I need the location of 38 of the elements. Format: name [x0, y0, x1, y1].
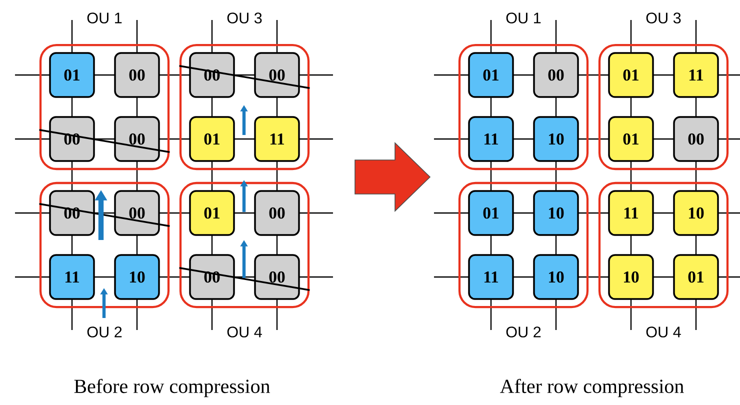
memory-cell: 01 — [468, 190, 514, 236]
memory-cell: 11 — [673, 52, 719, 98]
group-label: OU 3 — [644, 11, 683, 25]
caption: Before row compression — [74, 378, 270, 398]
memory-cell: 11 — [49, 254, 95, 300]
memory-cell: 01 — [189, 190, 235, 236]
group-label: OU 1 — [85, 11, 124, 25]
memory-cell: 00 — [254, 190, 300, 236]
memory-cell: 00 — [114, 190, 160, 236]
memory-cell: 00 — [254, 52, 300, 98]
memory-cell: 11 — [468, 116, 514, 162]
memory-cell: 00 — [254, 254, 300, 300]
memory-cell: 11 — [468, 254, 514, 300]
group-label: OU 4 — [644, 325, 683, 339]
memory-cell: 10 — [533, 254, 579, 300]
group-label: OU 3 — [225, 11, 264, 25]
group-label: OU 1 — [504, 11, 543, 25]
memory-cell: 11 — [254, 116, 300, 162]
memory-cell: 00 — [673, 116, 719, 162]
memory-cell: 00 — [114, 52, 160, 98]
group-label: OU 2 — [85, 325, 124, 339]
memory-cell: 01 — [608, 52, 654, 98]
memory-cell: 01 — [49, 52, 95, 98]
memory-cell: 01 — [189, 116, 235, 162]
memory-cell: 01 — [468, 52, 514, 98]
caption: After row compression — [500, 378, 684, 398]
memory-cell: 00 — [533, 52, 579, 98]
group-label: OU 4 — [225, 325, 264, 339]
memory-cell: 10 — [533, 190, 579, 236]
memory-cell: 11 — [608, 190, 654, 236]
memory-cell: 10 — [608, 254, 654, 300]
memory-cell: 01 — [608, 116, 654, 162]
memory-cell: 10 — [673, 190, 719, 236]
memory-cell: 01 — [673, 254, 719, 300]
group-label: OU 2 — [504, 325, 543, 339]
memory-cell: 10 — [533, 116, 579, 162]
memory-cell: 10 — [114, 254, 160, 300]
memory-cell: 00 — [114, 116, 160, 162]
